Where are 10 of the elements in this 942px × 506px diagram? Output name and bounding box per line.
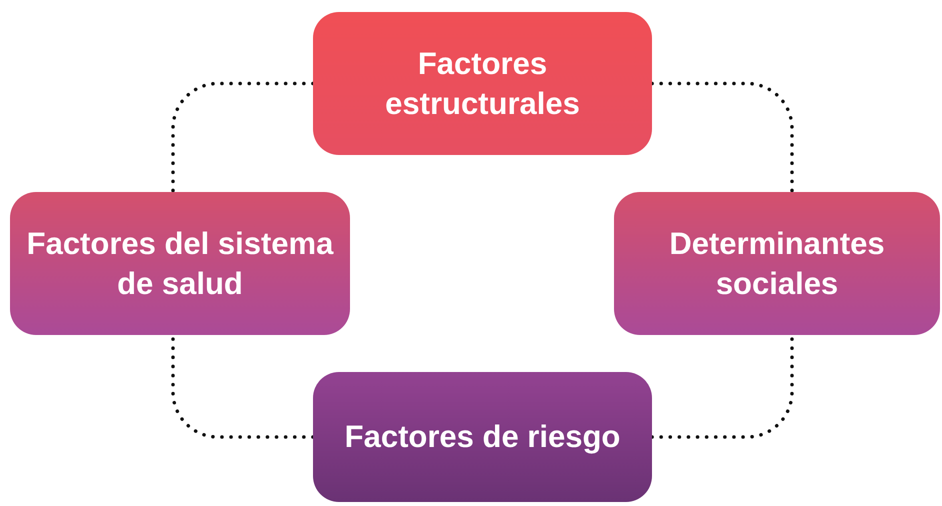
dotted-connector	[171, 82, 315, 194]
rounded-box	[10, 192, 350, 335]
box-label: Determinantes sociales	[668, 224, 886, 302]
rounded-box	[313, 12, 652, 155]
box-label: Factores de riesgo	[344, 418, 620, 456]
dotted-connector	[650, 82, 794, 194]
box-label: Factores del sistema de salud	[26, 224, 334, 302]
box-label: Factores estructurales	[384, 44, 581, 122]
rounded-box	[614, 192, 940, 335]
rounded-box	[313, 372, 652, 502]
